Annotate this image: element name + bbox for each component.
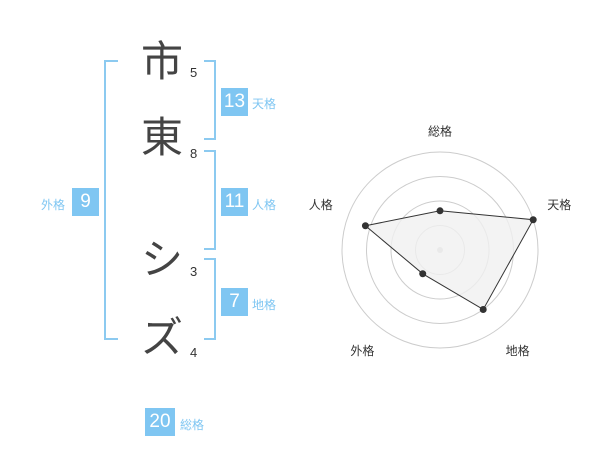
radar-point-4 xyxy=(419,270,427,278)
radar-point-5 xyxy=(361,222,369,230)
radar-axis-label: 外格 xyxy=(350,343,374,358)
radar-point-2 xyxy=(529,216,537,224)
soukaku-value: 20 xyxy=(145,408,175,436)
stroke-count-3: 3 xyxy=(190,264,198,279)
tenkaku-label: 天格 xyxy=(252,97,277,111)
name-char-1: 市 xyxy=(140,37,183,86)
radar-axis-label: 天格 xyxy=(547,197,571,212)
gaikaku-label: 外格 xyxy=(41,198,66,212)
radar-ring xyxy=(341,151,539,349)
radar-axis-label: 総格 xyxy=(428,124,452,139)
gaikaku-bracket-top xyxy=(104,60,118,62)
chikaku-value: 7 xyxy=(221,288,248,316)
radar-point-3 xyxy=(479,305,487,313)
stroke-count-2: 8 xyxy=(190,146,198,161)
radar-axis-label: 地格 xyxy=(506,343,530,358)
gaikaku-value: 9 xyxy=(72,188,99,216)
jinkaku-value: 11 xyxy=(221,188,248,216)
radar-axis-label: 人格 xyxy=(309,197,333,212)
chikaku-label: 地格 xyxy=(252,298,277,312)
stroke-count-4: 4 xyxy=(190,345,198,360)
stroke-count-1: 5 xyxy=(190,65,198,80)
radar-point-1 xyxy=(436,207,444,215)
gaikaku-bracket-vertical xyxy=(104,60,106,340)
soukaku-label: 総格 xyxy=(180,418,205,432)
jinkaku-label: 人格 xyxy=(252,198,277,212)
radar-series-shape xyxy=(364,210,535,311)
name-char-2: 東 xyxy=(140,113,183,162)
gaikaku-bracket-bottom xyxy=(104,338,118,340)
name-char-4: ズ xyxy=(140,313,183,362)
name-char-3: シ xyxy=(140,235,183,284)
tenkaku-value: 13 xyxy=(221,88,248,116)
